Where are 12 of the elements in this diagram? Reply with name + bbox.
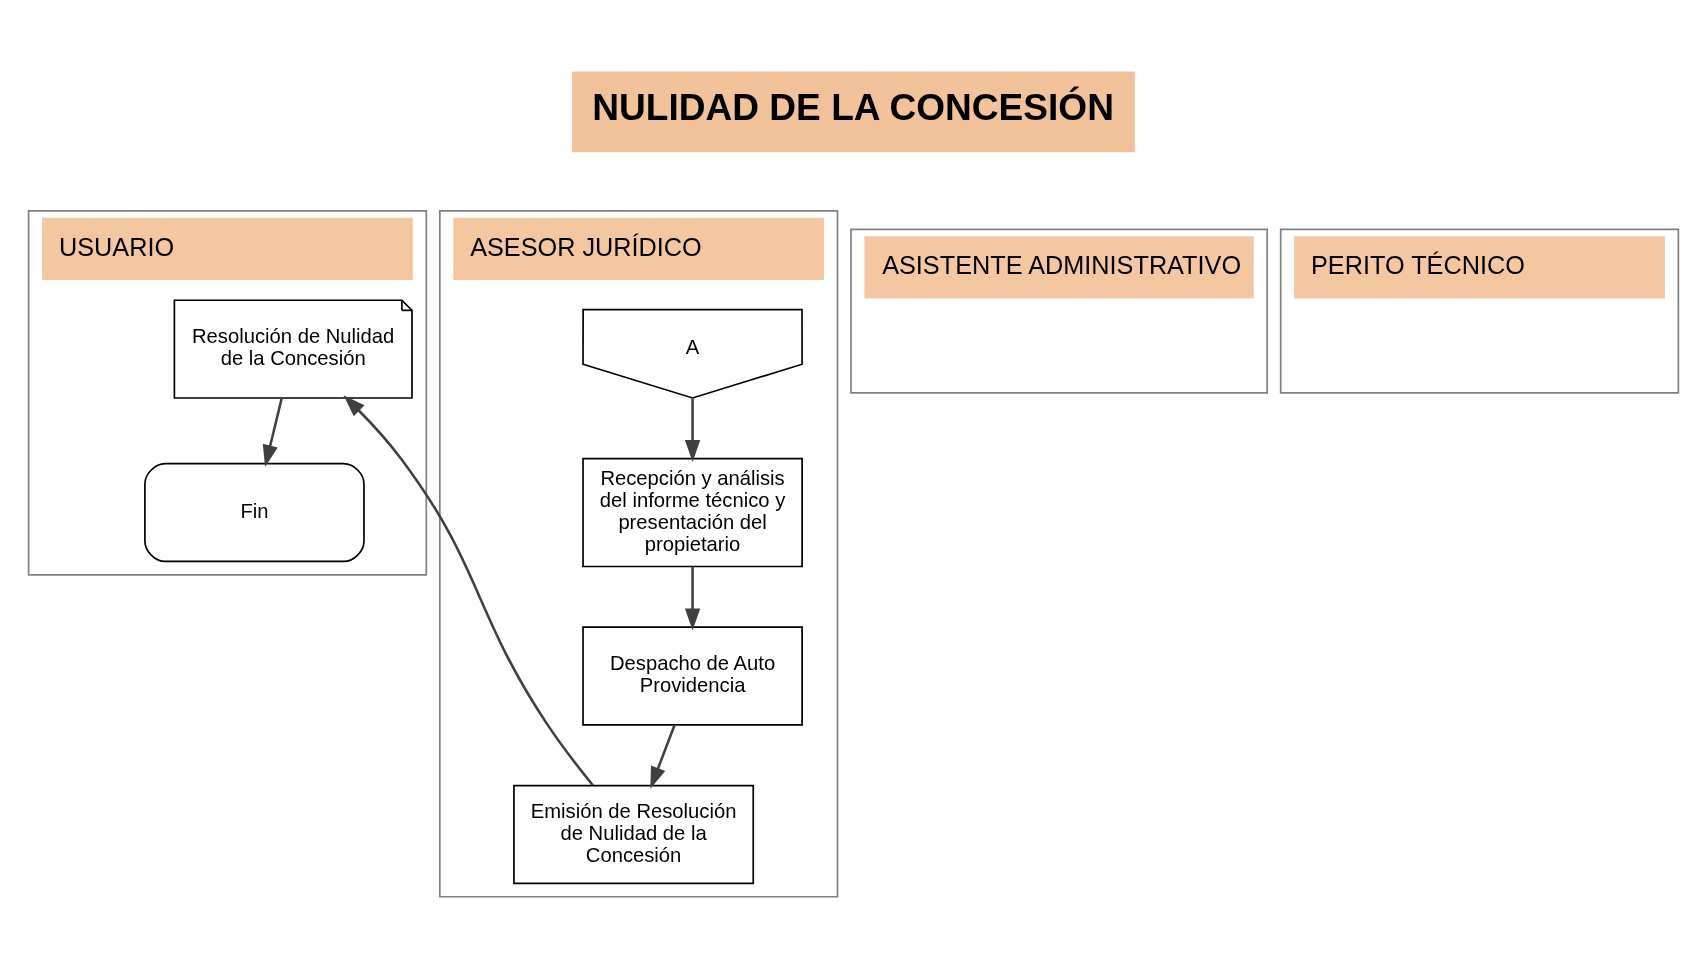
diagram-title: NULIDAD DE LA CONCESIÓN xyxy=(592,85,1114,128)
node-box: PERITO TÉCNICO xyxy=(1279,228,1680,394)
node-box: ASISTENTE ADMINISTRATIVO xyxy=(850,228,1269,394)
arrow xyxy=(684,566,701,630)
arrow xyxy=(684,397,701,462)
node-box: Recepción y análisis del informe técnico y presentación del propietario xyxy=(582,457,803,567)
node-box: Despacho de Auto Providencia xyxy=(582,625,803,726)
node-box: Fin xyxy=(144,462,365,562)
arrow xyxy=(343,394,594,786)
arrow xyxy=(262,397,283,467)
node-box: Emisión de Resolución de Nulidad de la Concesión xyxy=(513,784,755,884)
arrow xyxy=(650,724,676,789)
